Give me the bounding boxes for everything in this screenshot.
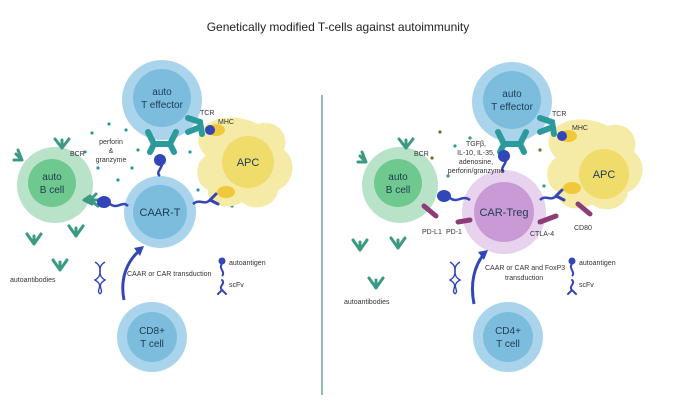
right-autoantigen-label: autoantigen [579,260,616,267]
right-panel: APC auto T effector TCR MHC [344,62,643,372]
right-cytokines-line1: TGFβ, [466,141,486,148]
left-cd8-line2: T cell [140,339,164,350]
right-car-receptor-icon [437,150,581,202]
right-pd1-icon [455,217,473,225]
left-auto-b-cell: auto B cell [17,147,93,223]
left-t-effector-line1: auto [152,87,172,98]
right-tcr-mhc-icon [537,115,577,142]
right-car-treg-cell: CAR-Treg [462,170,546,254]
left-mhc-label: MHC [218,119,234,126]
left-tcr-label: TCR [200,110,214,117]
left-caar-t-cell: CAAR-T [124,176,196,248]
right-auto-b-cell: auto B cell [362,147,438,223]
left-auto-t-effector: auto T effector [122,60,202,140]
right-scfv-label: scFv [579,282,594,289]
right-b-cell-line2: B cell [386,185,410,196]
right-autoantigen-legend-icon [568,257,576,277]
left-autoantibody-icons [25,224,85,272]
right-pdl1-icon [421,203,439,219]
right-transduction-line2: transduction [505,275,543,282]
right-t-effector-line2: T effector [491,102,534,113]
right-ctla4-icon [537,213,559,225]
right-tcr-icon [495,129,529,155]
left-perforin-line1: perforin [99,139,123,146]
right-autoantibody-icons [351,236,407,290]
right-b-cell-line1: auto [388,172,408,183]
left-apc-label: APC [237,157,260,169]
left-autoantibodies-label: autoantibodies [10,277,56,284]
right-autoantibodies-label: autoantibodies [344,299,390,306]
left-dna-icon [93,261,107,295]
right-cd4-line2: T cell [496,339,520,350]
left-cd8-t-cell: CD8+ T cell [117,302,187,372]
left-b-cell-line2: B cell [40,185,64,196]
diagram-title: Genetically modified T-cells against aut… [206,20,470,34]
left-t-effector-line2: T effector [141,100,184,111]
right-bcr-icon [356,137,415,164]
right-cd4-t-cell: CD4+ T cell [473,302,543,372]
right-transduction-arrow [470,250,488,305]
right-cd4-line1: CD4+ [495,326,521,337]
right-pd1-label: PD-1 [446,229,462,236]
left-scfv-label: scFv [229,282,244,289]
left-panel: APC auto T effector TCR MHC [10,60,293,372]
right-scfv-legend-icon [567,279,577,295]
left-autoantigen-legend-icon [218,257,226,277]
left-perforin-line3: granzyme [96,157,127,164]
right-apc-label: APC [593,169,616,181]
right-center-cell-label: CAR-Treg [479,207,528,219]
left-perforin-line2: & [109,148,114,155]
right-dna-icon [448,261,462,295]
right-cytokines-line2: IL-10, IL-35, [457,150,495,157]
right-mhc-label: MHC [572,125,588,132]
right-cytokines-line4: perforin/granzyme [448,168,505,175]
right-tcr-label: TCR [552,111,566,118]
right-transduction-line1: CAAR or CAR and FoxP3 [485,265,565,272]
left-bcr-label: BCR [70,151,85,158]
right-cytokines-line3: adenosine, [459,159,493,166]
right-auto-t-effector: auto T effector [472,62,552,142]
left-cd8-line1: CD8+ [139,326,165,337]
right-ctla4-label: CTLA-4 [530,231,554,238]
left-autoantigen-label: autoantigen [229,260,266,267]
right-bcr-label: BCR [414,151,429,158]
right-cd80-icon [575,201,593,217]
left-transduction-label: CAAR or CAR transduction [127,271,212,278]
right-pdl1-label: PD-L1 [422,229,442,236]
right-t-effector-line1: auto [502,89,522,100]
left-tcr-icon [145,129,179,155]
left-caar-receptor-icon [97,154,235,208]
left-bcr-bound-icon [82,194,96,206]
left-center-cell-label: CAAR-T [140,207,181,219]
left-b-cell-line1: auto [42,172,62,183]
left-transduction-arrow [121,246,144,301]
left-tcr-mhc-icon [185,115,225,137]
left-scfv-legend-icon [217,279,227,295]
right-cd80-label: CD80 [574,225,592,232]
left-apc-cell: APC [197,117,293,208]
